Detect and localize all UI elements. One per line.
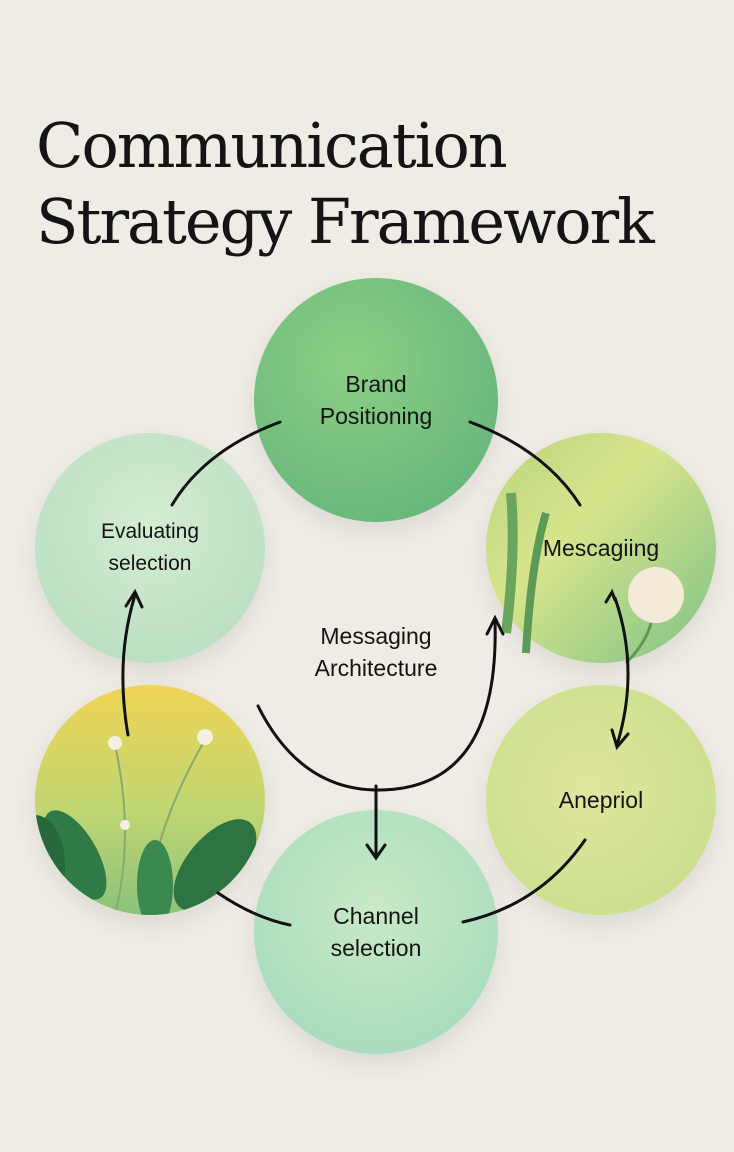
center-line-1: Messaging bbox=[320, 623, 432, 649]
arrow-messaging-to-anepriol bbox=[613, 596, 630, 747]
anepriol-label: Anepriol bbox=[558, 787, 644, 813]
title-line-2: Strategy Framework bbox=[36, 185, 655, 258]
channel-line-1: Channel bbox=[333, 903, 419, 929]
eval-line-1: Evaluating bbox=[100, 520, 200, 543]
center-arc bbox=[256, 618, 497, 792]
title-line-1: Communication bbox=[36, 109, 508, 182]
eval-line-2: selection bbox=[108, 552, 192, 575]
brand-line-2: Positioning bbox=[319, 403, 433, 429]
messaging-label: Mescagiing bbox=[542, 535, 660, 561]
arrow-anepriol-to-channel bbox=[461, 838, 587, 924]
arrow-img-to-channel bbox=[216, 891, 292, 927]
arrow-brand-to-messaging bbox=[468, 420, 582, 507]
arrow-brand-to-eval bbox=[170, 420, 282, 507]
center-line-2: Architecture bbox=[314, 655, 438, 681]
node-evaluating-selection: Evaluating selection bbox=[35, 433, 265, 663]
flower-plant-icon bbox=[501, 492, 684, 663]
arrow-to-eval bbox=[121, 593, 137, 737]
node-anepriol: Anepriol bbox=[486, 685, 716, 915]
node-messaging: Mescagiing bbox=[486, 433, 716, 663]
brand-line-1: Brand bbox=[345, 371, 407, 397]
channel-line-2: selection bbox=[330, 935, 422, 961]
